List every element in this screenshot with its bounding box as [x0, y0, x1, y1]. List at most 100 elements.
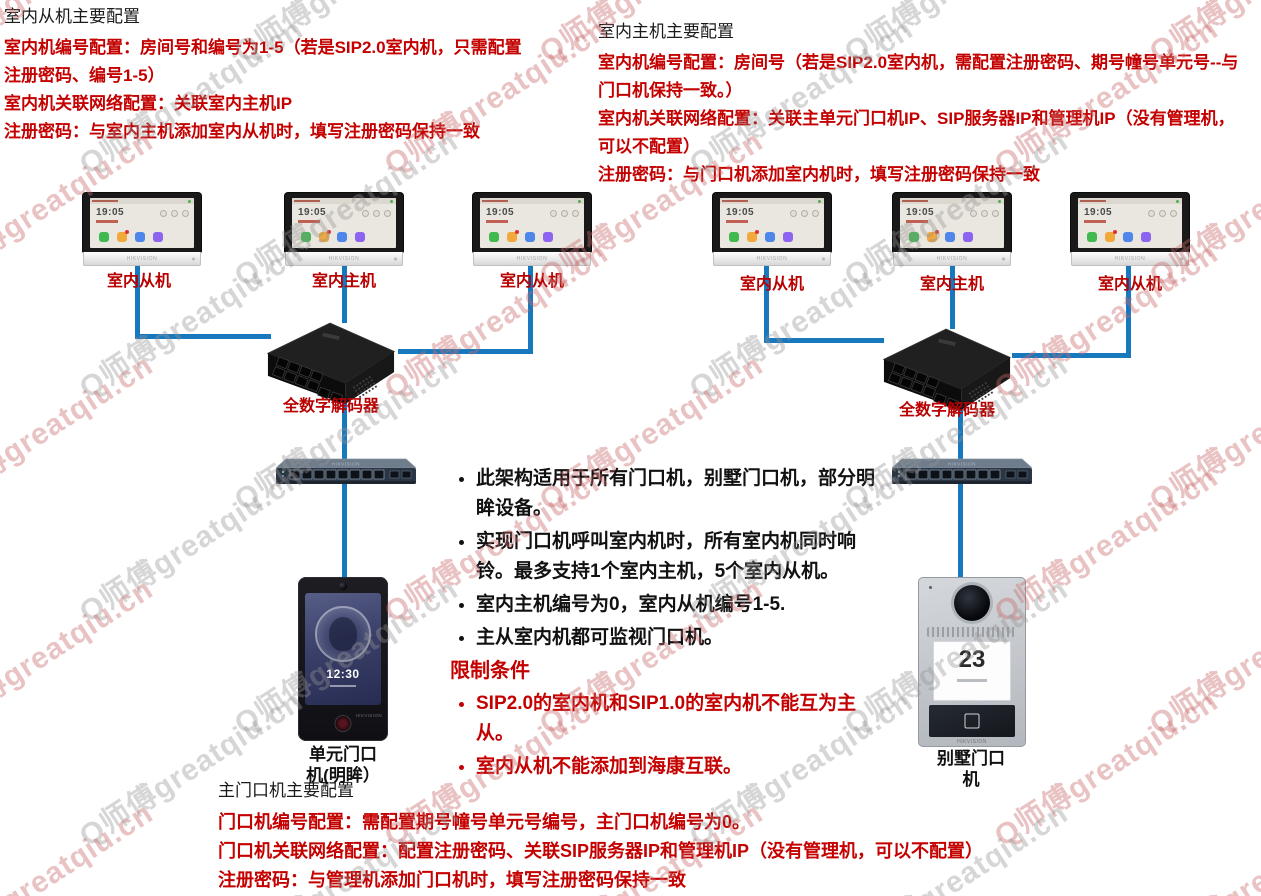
- status-dot-icon: [188, 199, 191, 203]
- app-row: [99, 230, 163, 242]
- restriction-item: 室内从机不能添加到海康互联。: [476, 752, 892, 782]
- monitor-screen: 19:05: [480, 198, 584, 248]
- app-icon: [337, 232, 347, 242]
- monitor-screen: 19:05: [292, 198, 396, 248]
- label-indoor-slave: 室内从机: [739, 276, 804, 293]
- label-indoor-slave: 室内从机: [1097, 276, 1162, 293]
- door-station-subtext: [330, 685, 356, 687]
- phone-app-icon: [729, 232, 739, 242]
- indoor-monitor: 19:05 HIKVISION: [285, 193, 403, 266]
- poe-switch-device: HIKVISION: [892, 458, 1032, 484]
- monitor-screen: 19:05: [1078, 198, 1182, 248]
- monitor-screen: 19:05: [720, 198, 824, 248]
- message-app-icon: [1105, 230, 1117, 242]
- notification-badge: [327, 230, 331, 234]
- monitor-date: [298, 220, 320, 223]
- door-station-clock: 12:30: [326, 667, 360, 681]
- door-config-line: 门口机编号配置：需配置期号幢号单元号编号，主门口机编号为0。: [218, 812, 751, 832]
- monitor-date: [906, 220, 928, 223]
- label-indoor-slave: 室内从机: [106, 273, 171, 290]
- watermark-text: Q师傅greatqiu.cn: [0, 796, 160, 896]
- svg-text:HIKVISION: HIKVISION: [332, 462, 360, 467]
- status-dot-icon: [1176, 199, 1179, 203]
- note-item: 室内主机编号为0，室内从机编号1-5.: [476, 590, 892, 620]
- network-cable: [528, 265, 533, 354]
- mic-dot-icon: [929, 586, 932, 589]
- face-silhouette: [329, 617, 357, 652]
- message-app-icon: [319, 230, 331, 242]
- monitor-frame: 19:05: [893, 193, 1011, 252]
- monitor-clock: 19:05: [906, 207, 935, 218]
- monitor-date: [726, 220, 748, 223]
- message-app-icon: [927, 230, 939, 242]
- notification-badge: [515, 230, 519, 234]
- unit-door-station: 12:30 HIKVISION: [298, 577, 388, 741]
- face-recognition-ring: [315, 606, 371, 663]
- app-icon: [1141, 232, 1151, 242]
- door-config-title: 主门口机主要配置: [218, 781, 354, 800]
- label-indoor-master: 室内主机: [311, 273, 376, 290]
- indoor-monitor: 19:05 HIKVISION: [893, 193, 1011, 266]
- app-icon: [543, 232, 553, 242]
- restriction-item: SIP2.0的室内机和SIP1.0的室内机不能互为主从。: [476, 689, 892, 749]
- monitor-frame: 19:05: [1071, 193, 1189, 252]
- monitor-statusbar: [292, 198, 396, 204]
- monitor-screen: 19:05: [900, 198, 1004, 248]
- monitor-date: [486, 220, 508, 223]
- notes-block: 此架构适用于所有门口机，别墅门口机，部分明眸设备。 实现门口机呼叫室内机时，所有…: [450, 464, 892, 785]
- network-cable: [342, 396, 347, 580]
- status-dot-icon: [998, 199, 1001, 203]
- quick-icons: [1148, 210, 1177, 217]
- app-row: [489, 230, 553, 242]
- notification-badge: [935, 230, 939, 234]
- label-unit-door-station: 单元门口 机(明眸）: [306, 745, 380, 785]
- indoor-monitor: 19:05 HIKVISION: [713, 193, 831, 266]
- network-cable: [342, 265, 347, 323]
- network-cable: [950, 265, 955, 329]
- mic-dot-icon: [394, 257, 397, 260]
- slave-config-title: 室内从机主要配置: [4, 7, 140, 26]
- indoor-monitor: 19:05 HIKVISION: [473, 193, 591, 266]
- brand-logo: HIKVISION: [957, 739, 987, 745]
- app-row: [909, 230, 973, 242]
- network-cable: [135, 334, 271, 339]
- monitor-statusbar: [900, 198, 1004, 204]
- quick-icons: [362, 210, 391, 217]
- app-row: [729, 230, 793, 242]
- camera-icon: [954, 585, 990, 621]
- watermark-text: Q师傅greatqiu.cn: [1143, 572, 1261, 742]
- network-cable: [958, 400, 963, 580]
- indoor-monitor: 19:05 HIKVISION: [83, 193, 201, 266]
- brand-logo: HIKVISION: [516, 255, 548, 262]
- note-item: 主从室内机都可监视门口机。: [476, 623, 892, 653]
- network-cable: [1126, 265, 1131, 358]
- monitor-frame: 19:05: [285, 193, 403, 252]
- phone-app-icon: [909, 232, 919, 242]
- app-icon: [963, 232, 973, 242]
- door-config-block: 主门口机主要配置 门口机编号配置：需配置期号幢号单元号编号，主门口机编号为0。 …: [218, 779, 1148, 895]
- monitor-base: HIKVISION: [1071, 252, 1189, 266]
- door-config-line: 门口机关联网络配置：配置注册密码、关联SIP服务器IP和管理机IP（没有管理机，…: [218, 841, 984, 861]
- slave-config-block: 室内从机主要配置 室内机编号配置：房间号和编号为1-5（若是SIP2.0室内机，…: [4, 5, 522, 146]
- monitor-statusbar: [1078, 198, 1182, 204]
- status-dot-icon: [578, 199, 581, 203]
- status-dot-icon: [390, 199, 393, 203]
- master-config-title: 室内主机主要配置: [598, 22, 734, 41]
- master-config-line: 室内机编号配置：房间号（若是SIP2.0室内机，需配置注册密码、期号幢号单元号-…: [598, 53, 1239, 100]
- app-icon: [153, 232, 163, 242]
- label-decoder: 全数字解码器: [282, 398, 379, 415]
- label-indoor-master: 室内主机: [919, 276, 984, 293]
- monitor-base: HIKVISION: [83, 252, 201, 266]
- indoor-monitor: 19:05 HIKVISION: [1071, 193, 1189, 266]
- card-reader-icon: [964, 713, 980, 729]
- monitor-screen: 19:05: [90, 198, 194, 248]
- monitor-date: [96, 220, 118, 223]
- quick-icons: [790, 210, 819, 217]
- monitor-base: HIKVISION: [285, 252, 403, 266]
- monitor-base: HIKVISION: [473, 252, 591, 266]
- monitor-clock: 19:05: [298, 207, 327, 218]
- watermark-text: Q师傅greatqiu.cn: [1143, 348, 1261, 518]
- monitor-clock: 19:05: [1084, 207, 1113, 218]
- label-decoder: 全数字解码器: [898, 402, 995, 419]
- monitor-base: HIKVISION: [713, 252, 831, 266]
